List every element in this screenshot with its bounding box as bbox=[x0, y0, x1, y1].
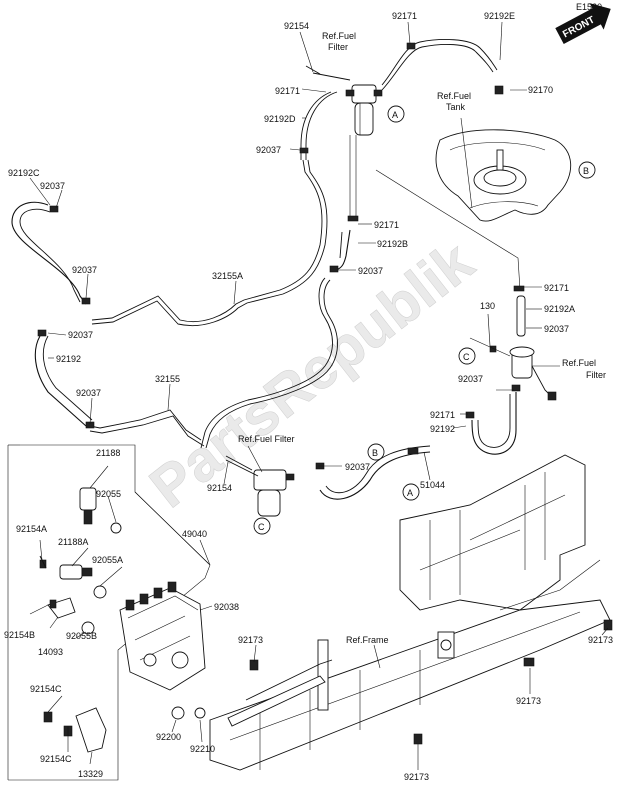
part-label: 21188A bbox=[58, 537, 88, 547]
callout-c-mid: C bbox=[253, 517, 271, 535]
part-label: 130 bbox=[480, 301, 495, 311]
part-label: 92171 bbox=[374, 220, 399, 230]
callout-c-label: C bbox=[258, 522, 265, 532]
part-label: 49040 bbox=[182, 529, 207, 539]
bolt-92154-mid bbox=[225, 455, 253, 471]
part-label: 92170 bbox=[528, 85, 553, 95]
mid-fuel-filter bbox=[225, 459, 295, 517]
part-label: 92171 bbox=[430, 410, 455, 420]
callout-b-label: B bbox=[372, 448, 378, 458]
part-label: 92192D bbox=[264, 114, 296, 124]
callout-a-label: A bbox=[392, 110, 398, 120]
callout-a-top: A bbox=[387, 105, 405, 123]
leader-lines bbox=[29, 21, 609, 770]
part-label: 92154C bbox=[40, 754, 72, 764]
fuel-tank bbox=[435, 129, 572, 222]
part-label: 13329 bbox=[78, 769, 103, 779]
part-label: 92171 bbox=[275, 86, 300, 96]
part-label: 92154 bbox=[207, 483, 232, 493]
part-label: 92173 bbox=[404, 772, 429, 782]
pump-detail-box bbox=[7, 444, 211, 781]
callout-c-right: C bbox=[458, 347, 476, 365]
part-label: 32155 bbox=[155, 374, 180, 384]
part-label: 92173 bbox=[516, 696, 541, 706]
top-fuel-filter bbox=[312, 72, 383, 136]
part-label: 92055 bbox=[96, 489, 121, 499]
ref-frame: Ref.Frame bbox=[346, 635, 389, 645]
solenoid-21188 bbox=[79, 487, 122, 534]
part-label: 92055A bbox=[92, 555, 123, 565]
part-label: 92192C bbox=[8, 168, 40, 178]
part-label: 92037 bbox=[72, 265, 97, 275]
part-labels: 92154 92171 92192E 92170 92171 92192D 92… bbox=[4, 11, 613, 782]
part-label: 92037 bbox=[544, 324, 569, 334]
part-label: 92037 bbox=[40, 181, 65, 191]
ref-fuel-filter-mid: Ref.Fuel Filter bbox=[238, 434, 295, 444]
part-label: 92192A bbox=[544, 304, 575, 314]
right-fuel-filter bbox=[489, 285, 557, 401]
callout-a-label: A bbox=[407, 488, 413, 498]
part-label: 92192B bbox=[377, 239, 408, 249]
callout-b-tank: B bbox=[578, 161, 596, 179]
callout-b-label: B bbox=[583, 166, 589, 176]
part-label: 92192 bbox=[430, 424, 455, 434]
part-label: 92037 bbox=[358, 266, 383, 276]
part-label: 92200 bbox=[156, 732, 181, 742]
part-label: 92173 bbox=[588, 635, 613, 645]
part-label: 21188 bbox=[96, 448, 120, 458]
watermark: PartsRepublik bbox=[138, 228, 486, 520]
solenoid-21188A bbox=[59, 564, 107, 635]
part-label: 92037 bbox=[458, 374, 483, 384]
part-label: 32155A bbox=[212, 271, 243, 281]
bolt-92154-top bbox=[305, 65, 321, 75]
callout-c-label: C bbox=[463, 352, 470, 362]
part-label: 92037 bbox=[345, 462, 370, 472]
part-label: 92037 bbox=[76, 388, 101, 398]
callout-a-frame: A bbox=[402, 483, 420, 501]
part-label: 92154A bbox=[16, 524, 47, 534]
part-label: 92037 bbox=[256, 145, 281, 155]
part-label: 92154C bbox=[30, 684, 62, 694]
part-label: 51044 bbox=[420, 480, 445, 490]
part-label: 14093 bbox=[38, 647, 63, 657]
part-label: 92055B bbox=[66, 631, 97, 641]
injection-pump bbox=[119, 581, 206, 691]
part-label: 92154 bbox=[284, 21, 309, 31]
diagram-code: E1520 bbox=[576, 2, 602, 12]
callout-b-mid: B bbox=[367, 443, 385, 461]
part-label: 92173 bbox=[238, 635, 263, 645]
bolt-92154A bbox=[39, 555, 47, 569]
part-label: 92037 bbox=[68, 330, 93, 340]
frame bbox=[209, 454, 611, 771]
part-label: 92038 bbox=[214, 602, 239, 612]
part-label: 92171 bbox=[392, 11, 417, 21]
bracket-13329 bbox=[75, 707, 107, 753]
part-label: 92192E bbox=[484, 11, 515, 21]
part-label: 92210 bbox=[190, 744, 215, 754]
part-label: 92192 bbox=[56, 354, 81, 364]
frame-fuel-line bbox=[245, 659, 333, 701]
part-label: 92154B bbox=[4, 630, 35, 640]
part-label: 92171 bbox=[544, 283, 569, 293]
